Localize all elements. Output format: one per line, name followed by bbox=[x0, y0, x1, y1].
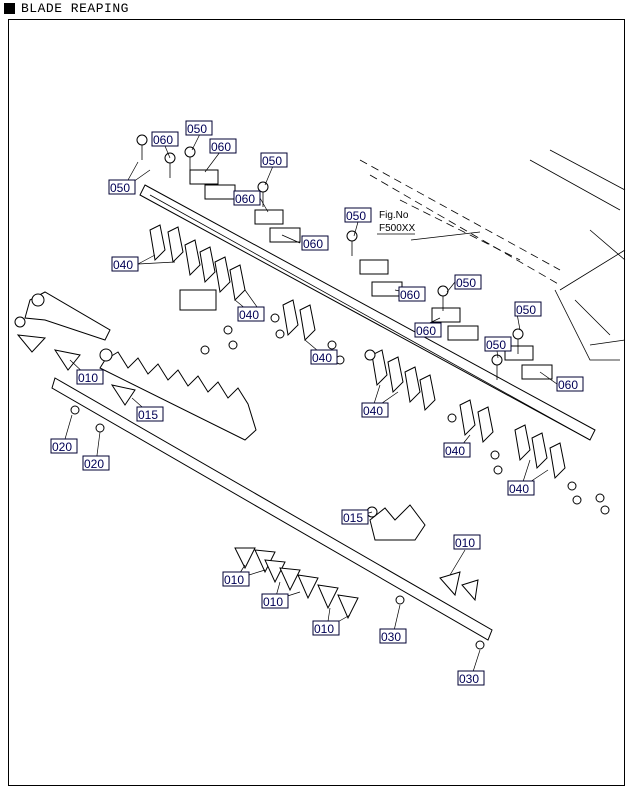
callout-label: 040 bbox=[239, 308, 259, 322]
callout-010-d[interactable]: 010 bbox=[261, 593, 289, 609]
callout-label: 060 bbox=[303, 237, 323, 251]
callout-label: 040 bbox=[312, 351, 332, 365]
callout-label: 010 bbox=[263, 595, 283, 609]
fig-number-line1: Fig.No bbox=[379, 210, 409, 221]
callout-010-b[interactable]: 010 bbox=[453, 534, 481, 550]
diagram-frame bbox=[8, 19, 625, 786]
callout-label: 040 bbox=[509, 482, 529, 496]
knife-bar-lower bbox=[51, 377, 493, 641]
callout-label: 040 bbox=[113, 258, 133, 272]
callout-050-a[interactable]: 050 bbox=[108, 179, 136, 195]
callout-060-b[interactable]: 060 bbox=[209, 138, 237, 154]
callout-050-e[interactable]: 050 bbox=[454, 274, 482, 290]
leader-lines bbox=[62, 133, 558, 679]
callout-050-b[interactable]: 050 bbox=[185, 120, 213, 136]
callout-040-d[interactable]: 040 bbox=[361, 402, 389, 418]
callout-060-a[interactable]: 060 bbox=[151, 131, 179, 147]
callout-030-a[interactable]: 030 bbox=[379, 628, 407, 644]
callout-060-f[interactable]: 060 bbox=[414, 322, 442, 338]
knife-sections-010 bbox=[16, 334, 479, 620]
callout-label: 050 bbox=[346, 209, 366, 223]
callout-050-d[interactable]: 050 bbox=[344, 207, 372, 223]
serrated-blade-015 bbox=[99, 351, 257, 441]
callout-050-g[interactable]: 050 bbox=[484, 336, 512, 352]
callout-label: 060 bbox=[235, 192, 255, 206]
callout-label: 020 bbox=[84, 457, 104, 471]
callout-050-f[interactable]: 050 bbox=[514, 301, 542, 317]
callout-060-g[interactable]: 060 bbox=[556, 376, 584, 392]
callout-label: 010 bbox=[224, 573, 244, 587]
callout-040-c[interactable]: 040 bbox=[310, 349, 338, 365]
callout-040-f[interactable]: 040 bbox=[507, 480, 535, 496]
callout-label: 060 bbox=[153, 133, 173, 147]
callout-015-a[interactable]: 015 bbox=[136, 406, 164, 422]
callout-010-a[interactable]: 010 bbox=[76, 369, 104, 385]
callout-label: 050 bbox=[456, 276, 476, 290]
callout-label: 020 bbox=[52, 440, 72, 454]
guard-fingers-040 bbox=[149, 224, 566, 480]
knife-head bbox=[14, 291, 111, 341]
callout-label: 050 bbox=[516, 303, 536, 317]
callout-label: 015 bbox=[343, 511, 363, 525]
callout-label: 050 bbox=[110, 181, 130, 195]
callout-label: 010 bbox=[314, 622, 334, 636]
callout-020-a[interactable]: 020 bbox=[50, 438, 78, 454]
callout-060-e[interactable]: 060 bbox=[398, 286, 426, 302]
callout-label: 010 bbox=[78, 371, 98, 385]
callout-label: 010 bbox=[455, 536, 475, 550]
callout-label: 060 bbox=[416, 324, 436, 338]
callout-010-e[interactable]: 010 bbox=[312, 620, 340, 636]
callout-015-b[interactable]: 015 bbox=[341, 509, 369, 525]
callout-050-c[interactable]: 050 bbox=[260, 152, 288, 168]
callout-label: 060 bbox=[558, 378, 578, 392]
callout-label: 015 bbox=[138, 408, 158, 422]
reaper-frame-outline bbox=[359, 149, 626, 361]
guard-bar-upper bbox=[139, 184, 596, 441]
callout-040-a[interactable]: 040 bbox=[111, 256, 139, 272]
fig-number-label: Fig.No F500XX bbox=[377, 210, 415, 235]
callout-label: 040 bbox=[445, 444, 465, 458]
callout-010-c[interactable]: 010 bbox=[222, 571, 250, 587]
guard-plate-015-lower bbox=[369, 504, 426, 541]
callout-label: 050 bbox=[262, 154, 282, 168]
callout-label: 050 bbox=[187, 122, 207, 136]
callout-060-c[interactable]: 060 bbox=[233, 190, 261, 206]
fig-number-line2: F500XX bbox=[379, 223, 415, 234]
header-square-icon bbox=[4, 2, 15, 14]
callout-label: 040 bbox=[363, 404, 383, 418]
callout-040-b[interactable]: 040 bbox=[237, 306, 265, 322]
callout-label: 030 bbox=[381, 630, 401, 644]
header: BLADE REAPING bbox=[4, 0, 129, 16]
page-title: BLADE REAPING bbox=[21, 0, 129, 16]
callout-020-b[interactable]: 020 bbox=[82, 455, 110, 471]
callout-label: 050 bbox=[486, 338, 506, 352]
callout-label: 030 bbox=[459, 672, 479, 686]
callout-040-e[interactable]: 040 bbox=[443, 442, 471, 458]
washers-nuts bbox=[70, 313, 610, 650]
callout-label: 060 bbox=[400, 288, 420, 302]
callout-060-d[interactable]: 060 bbox=[301, 235, 329, 251]
callout-label: 060 bbox=[211, 140, 231, 154]
callout-030-b[interactable]: 030 bbox=[457, 670, 485, 686]
